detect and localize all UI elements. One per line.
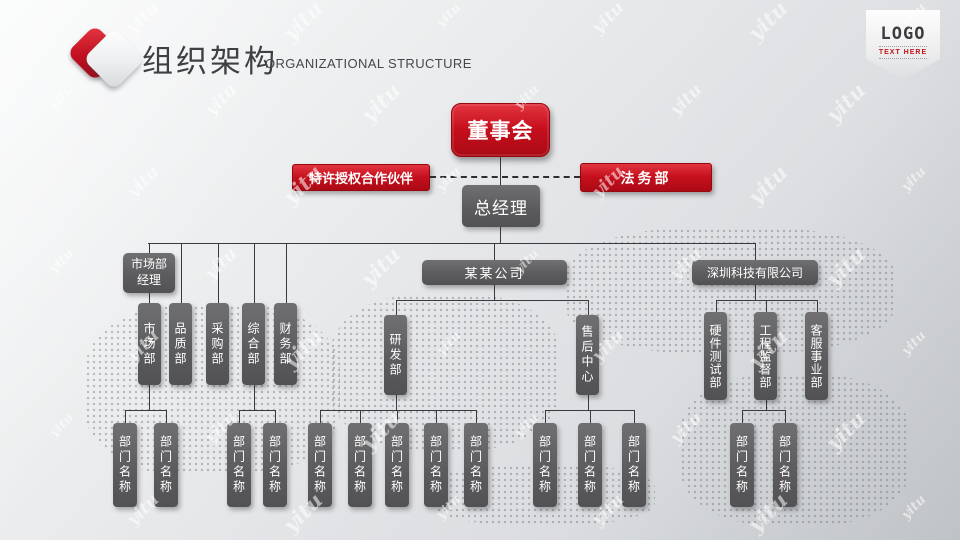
page-title: 组织架构: [142, 44, 278, 79]
connector-line: [817, 300, 818, 312]
connector-line: [716, 300, 818, 301]
connector-line: [254, 243, 255, 303]
connector-line: [125, 410, 126, 423]
leaf-department-name: 部门名称: [385, 423, 409, 507]
watermark-text: yitu: [46, 246, 78, 277]
dept-aftersales-center: 售后中心: [576, 315, 599, 395]
connector-line: [588, 395, 589, 410]
connector-line: [785, 410, 786, 423]
leaf-department-name: 部门名称: [308, 423, 332, 507]
connector-line: [275, 410, 276, 423]
leaf-department-name: 部门名称: [263, 423, 287, 507]
connector-line: [239, 410, 240, 423]
watermark-text: yitu: [123, 162, 164, 202]
watermark-text: yitu: [588, 0, 629, 38]
watermark-text: yitu: [46, 410, 78, 441]
connector-line: [500, 227, 501, 243]
leaf-department-name: 部门名称: [113, 423, 137, 507]
connector-line: [494, 285, 495, 300]
connector-line: [360, 410, 361, 423]
connector-line: [755, 243, 756, 260]
leaf-department-name: 部门名称: [227, 423, 251, 507]
watermark-text: yitu: [46, 82, 78, 113]
connector-line: [320, 410, 321, 423]
watermark-text: yitu: [820, 77, 871, 128]
connector-line: [500, 157, 501, 185]
connector-line: [588, 300, 589, 315]
node-general-manager: 总经理: [462, 185, 540, 227]
watermark-text: yitu: [355, 77, 406, 128]
connector-line: [149, 385, 150, 410]
watermark-text: yitu: [201, 80, 242, 120]
watermark-text: yitu: [898, 164, 930, 195]
watermark-text: yitu: [898, 328, 930, 359]
node-legal-dept: 法务部: [580, 163, 712, 192]
connector-line: [494, 243, 495, 260]
connector-line: [181, 243, 182, 303]
connector-line: [716, 300, 717, 312]
watermark-text: yitu: [666, 80, 707, 120]
connector-line: [320, 410, 477, 411]
watermark-text: yitu: [201, 244, 242, 284]
connector-line: [766, 400, 767, 410]
connector-line: [742, 410, 743, 423]
connector-line: [545, 410, 546, 423]
logo-text: LOGO: [880, 24, 926, 44]
leaf-department-name: 部门名称: [154, 423, 178, 507]
connector-line: [397, 410, 398, 423]
connector-line: [634, 410, 635, 423]
leaf-department-name: 部门名称: [622, 423, 646, 507]
leaf-department-name: 部门名称: [533, 423, 557, 507]
connector-line: [396, 395, 397, 410]
connector-line: [166, 410, 167, 423]
connector-line: [218, 243, 219, 303]
dept-quality: 品质部: [169, 303, 192, 385]
node-board-of-directors: 董事会: [451, 103, 550, 157]
connector-line: [755, 285, 756, 300]
dashed-connector-line: [430, 176, 580, 178]
connector-line: [766, 300, 767, 312]
watermark-text: yitu: [355, 241, 406, 292]
leaf-department-name: 部门名称: [730, 423, 754, 507]
dept-general-affairs: 综合部: [242, 303, 265, 385]
connector-line: [742, 410, 786, 411]
leaf-department-name: 部门名称: [773, 423, 797, 507]
connector-line: [148, 243, 756, 244]
logo-subtext: TEXT HERE: [878, 46, 928, 59]
connector-line: [396, 300, 589, 301]
node-franchise-partner: 特许授权合作伙伴: [292, 164, 430, 191]
dept-hardware-testing: 硬件测试部: [704, 312, 727, 400]
node-company-left: 某某公司: [422, 260, 567, 285]
connector-line: [125, 410, 167, 411]
node-company-right: 深圳科技有限公司: [692, 260, 818, 285]
watermark-text: yitu: [123, 0, 164, 38]
watermark-text: yitu: [898, 492, 930, 523]
leaf-department-name: 部门名称: [424, 423, 448, 507]
node-marketing-manager: 市场部经理: [123, 253, 175, 293]
leaf-department-name: 部门名称: [464, 423, 488, 507]
watermark-text: yitu: [433, 0, 465, 31]
watermark-text: yitu: [433, 164, 465, 195]
dept-purchasing: 采购部: [206, 303, 229, 385]
leaf-department-name: 部门名称: [348, 423, 372, 507]
connector-line: [239, 410, 276, 411]
page-subtitle: ORGANIZATIONAL STRUCTURE: [265, 56, 472, 71]
dept-rnd: 研发部: [384, 315, 407, 395]
connector-line: [254, 385, 255, 410]
dept-finance: 财务部: [274, 303, 297, 385]
connector-line: [396, 300, 397, 315]
leaf-department-name: 部门名称: [578, 423, 602, 507]
connector-line: [590, 410, 591, 423]
watermark-text: yitu: [277, 0, 328, 46]
world-map-dots: [565, 228, 895, 353]
connector-line: [476, 410, 477, 423]
dept-marketing: 市场部: [138, 303, 161, 385]
watermark-text: yitu: [742, 159, 793, 210]
logo-ribbon: LOGO TEXT HERE: [866, 10, 940, 80]
connector-line: [436, 410, 437, 423]
dept-engineering-supervision: 工程监督部: [754, 312, 777, 400]
connector-line: [286, 243, 287, 303]
watermark-text: yitu: [742, 0, 793, 46]
dept-customer-service: 客服事业部: [805, 312, 828, 400]
